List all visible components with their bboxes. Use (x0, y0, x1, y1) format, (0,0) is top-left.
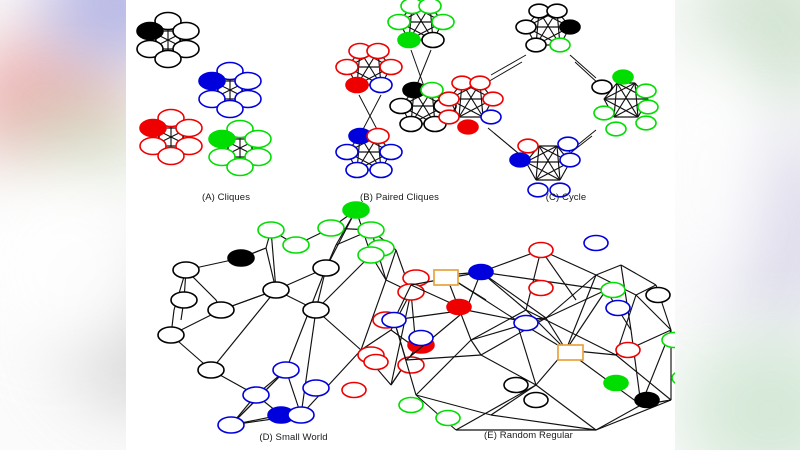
caption-c: (C) Cycle (545, 192, 587, 203)
caption-e: (E) Random Regular (484, 430, 573, 441)
clique-blue (198, 61, 262, 119)
panel-b-paired-cliques (335, 0, 457, 179)
network-figure-svg: .e { stroke:#111; stroke-width:1.15; fil… (136, 0, 675, 434)
clique-bottom-cycle (509, 136, 581, 198)
random-regular-nodes (341, 234, 675, 427)
clique-green-top (387, 0, 455, 49)
panel-c-cycle (438, 3, 659, 198)
small-world-nodes (157, 201, 435, 434)
backdrop-blob-right-mint (680, 330, 800, 450)
panel-d-small-world (157, 201, 435, 434)
clique-green (208, 119, 272, 177)
square-node-top (433, 269, 459, 286)
clique-black (136, 11, 200, 69)
clique-left-cycle (438, 75, 504, 135)
clique-right-cycle (591, 69, 659, 137)
caption-b: (B) Paired Cliques (360, 192, 439, 203)
caption-a: (A) Cliques (201, 192, 251, 203)
clique-top-cycle (515, 3, 581, 53)
panel-e-random-regular (341, 234, 675, 431)
clique-red (139, 108, 203, 166)
caption-d: (D) Small World (259, 432, 328, 443)
clique-blue-lower (335, 127, 403, 179)
clique-red-upper (335, 42, 403, 94)
panel-a-cliques (136, 11, 272, 177)
figure-panel: .e { stroke:#111; stroke-width:1.15; fil… (126, 0, 675, 450)
square-node-mid (557, 344, 584, 361)
